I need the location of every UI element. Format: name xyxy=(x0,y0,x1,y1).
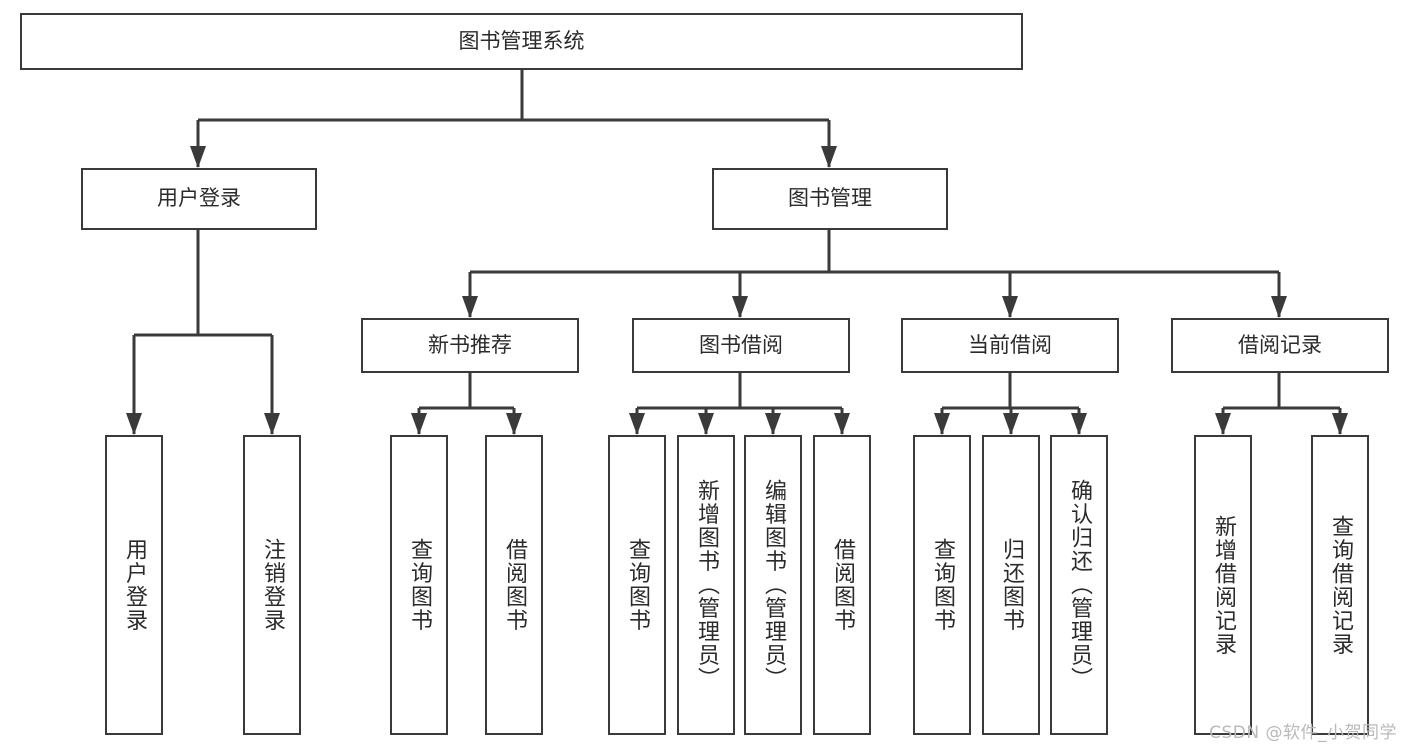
node-label: 借阅图书 xyxy=(502,538,527,632)
node-label: 用户登录 xyxy=(157,186,241,211)
node-label: 查询图书 xyxy=(930,538,955,632)
node-leaf-query-books-new[interactable]: 查询图书 xyxy=(390,435,448,735)
node-leaf-add-book-admin[interactable]: 新增图书（管理员） xyxy=(677,435,735,735)
node-leaf-add-borrow-record[interactable]: 新增借阅记录 xyxy=(1194,435,1252,735)
node-label: 图书借阅 xyxy=(699,332,783,357)
node-book-borrowing[interactable]: 图书借阅 xyxy=(632,318,850,373)
node-borrow-records[interactable]: 借阅记录 xyxy=(1171,318,1389,373)
csdn-watermark: CSDN @软件_小贺同学 xyxy=(1209,723,1397,743)
node-label: 新书推荐 xyxy=(428,332,512,357)
node-label: 新增图书（管理员） xyxy=(694,479,719,691)
node-label: 确认归还（管理员） xyxy=(1067,479,1092,691)
node-label: 图书管理系统 xyxy=(458,28,585,53)
node-label: 借阅记录 xyxy=(1238,332,1322,357)
node-label: 借阅图书 xyxy=(830,538,855,632)
node-leaf-confirm-return-admin[interactable]: 确认归还（管理员） xyxy=(1050,435,1108,735)
node-leaf-user-login[interactable]: 用户登录 xyxy=(105,435,163,735)
node-leaf-query-books-borrow[interactable]: 查询图书 xyxy=(608,435,666,735)
node-label: 新增借阅记录 xyxy=(1211,514,1236,656)
node-label: 当前借阅 xyxy=(968,332,1052,357)
node-label: 查询图书 xyxy=(625,538,650,632)
node-leaf-borrow-books-new[interactable]: 借阅图书 xyxy=(485,435,543,735)
node-label: 查询借阅记录 xyxy=(1328,514,1353,656)
node-leaf-borrow-books[interactable]: 借阅图书 xyxy=(813,435,871,735)
node-leaf-logout[interactable]: 注销登录 xyxy=(243,435,301,735)
node-leaf-query-books-current[interactable]: 查询图书 xyxy=(913,435,971,735)
node-root-system[interactable]: 图书管理系统 xyxy=(20,13,1023,70)
node-leaf-query-borrow-record[interactable]: 查询借阅记录 xyxy=(1311,435,1369,735)
node-leaf-edit-book-admin[interactable]: 编辑图书（管理员） xyxy=(744,435,802,735)
node-label: 查询图书 xyxy=(407,538,432,632)
node-book-management[interactable]: 图书管理 xyxy=(712,168,948,230)
node-current-borrowing[interactable]: 当前借阅 xyxy=(901,318,1119,373)
node-label: 用户登录 xyxy=(122,538,147,632)
node-label: 图书管理 xyxy=(788,186,872,211)
node-label: 编辑图书（管理员） xyxy=(761,479,786,691)
node-label: 归还图书 xyxy=(999,538,1024,632)
node-new-book-recommendation[interactable]: 新书推荐 xyxy=(361,318,579,373)
node-label: 注销登录 xyxy=(260,538,285,632)
node-user-login[interactable]: 用户登录 xyxy=(81,168,317,230)
node-leaf-return-books[interactable]: 归还图书 xyxy=(982,435,1040,735)
